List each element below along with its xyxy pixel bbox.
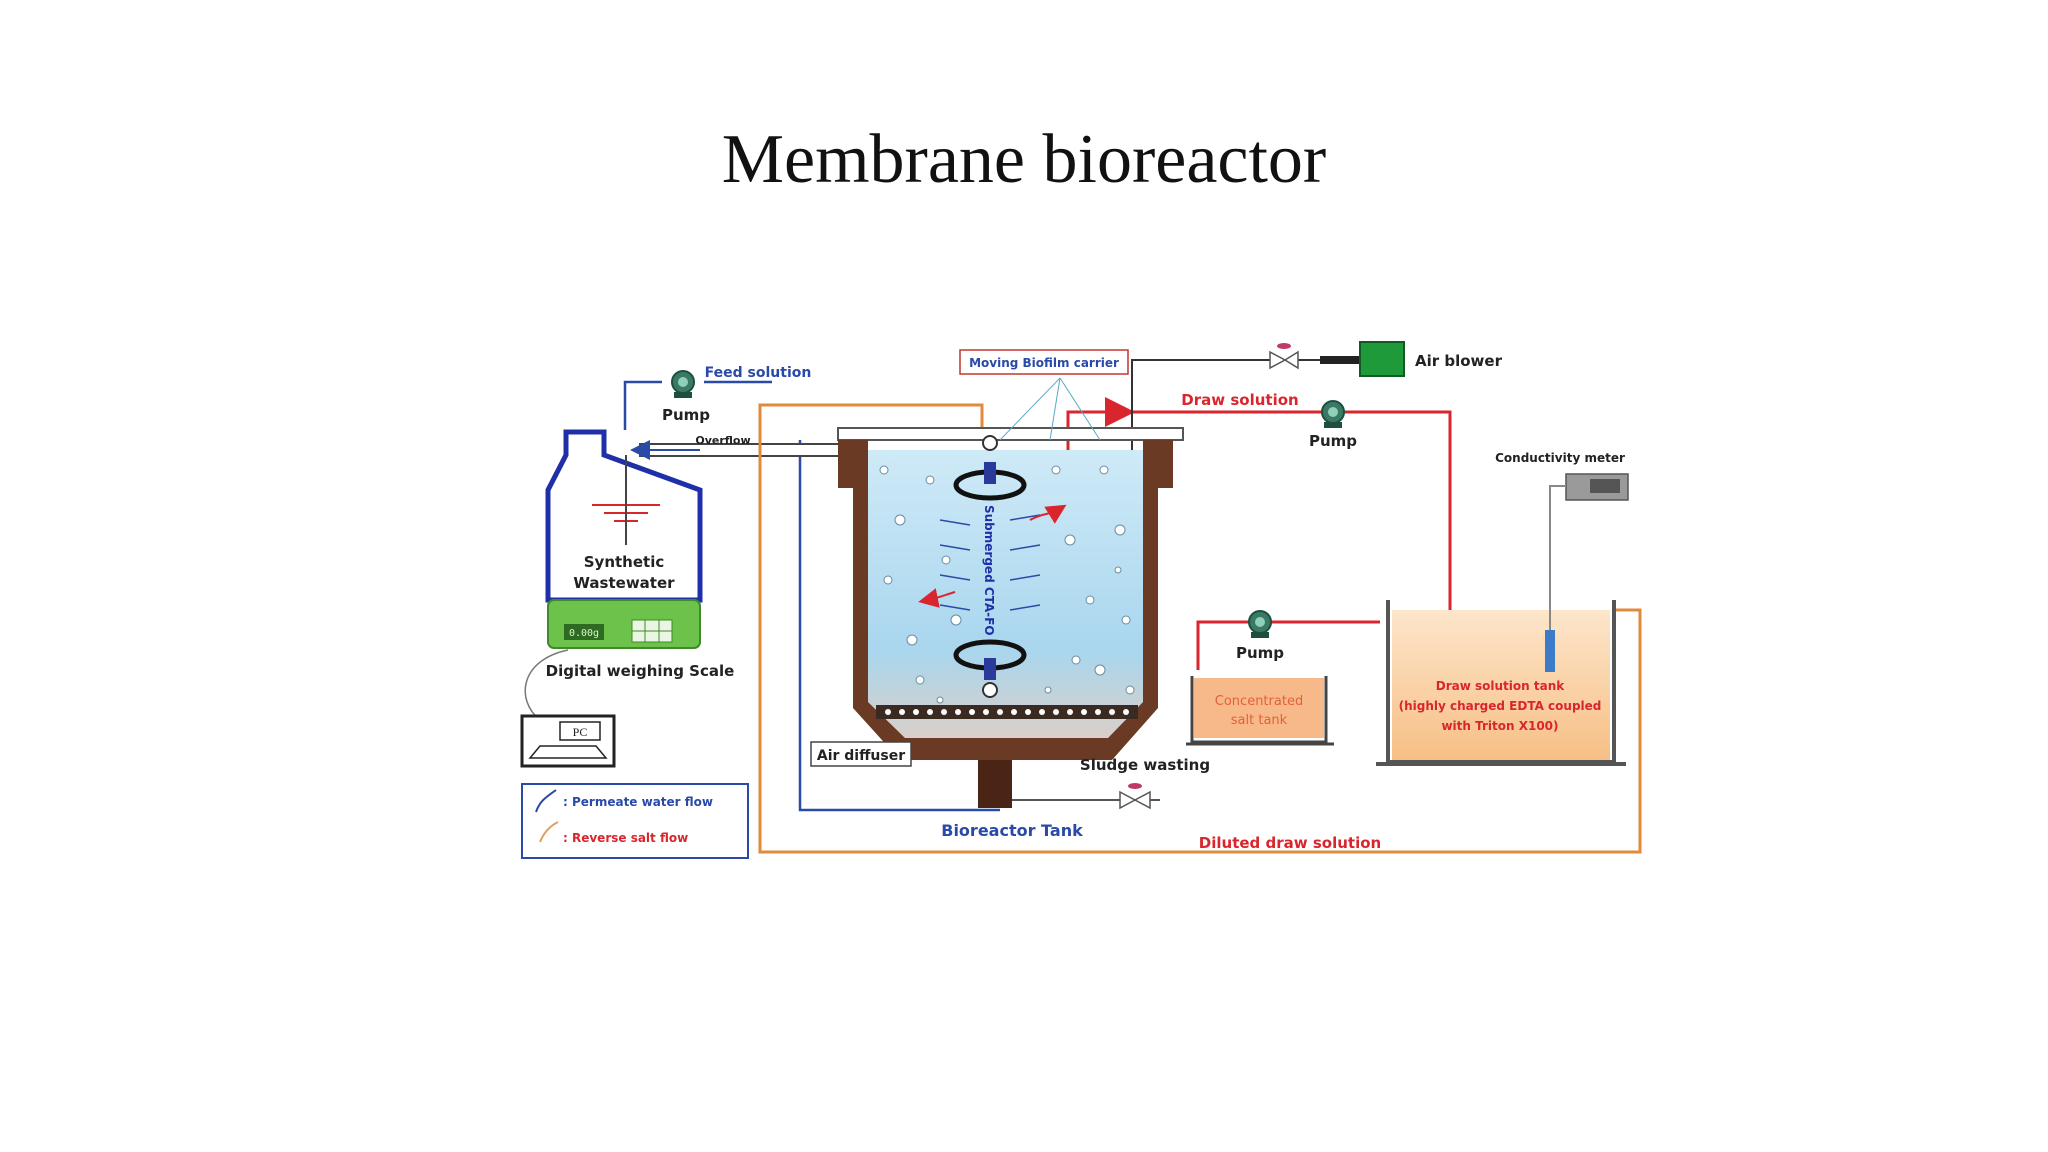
overflow-pipe	[630, 440, 856, 460]
conc-salt-label-2: salt tank	[1231, 713, 1288, 728]
pump-mid: Pump	[1236, 610, 1284, 662]
pc-label: PC	[573, 725, 588, 739]
pump-top-label: Pump	[1309, 432, 1357, 450]
pump-left: Pump	[662, 370, 710, 424]
conductivity-meter-label: Conductivity meter	[1495, 451, 1625, 465]
concentrated-salt-tank: Concentrated salt tank	[1186, 676, 1334, 746]
air-diffuser: Air diffuser	[810, 741, 912, 767]
draw-solution-label: Draw solution	[1181, 391, 1298, 409]
legend-reverse-salt-label: : Reverse salt flow	[563, 831, 688, 845]
draw-tank-label-3: with Triton X100)	[1441, 719, 1558, 733]
air-blower-label: Air blower	[1415, 352, 1503, 370]
feed-solution-label: Feed solution	[705, 365, 812, 381]
submerged-module-label: Submerged CTA-FO	[982, 505, 996, 636]
draw-solution-tank: Draw solution tank (highly charged EDTA …	[1376, 600, 1626, 766]
pump-top: Pump	[1309, 400, 1357, 450]
permeate-flow-icon	[535, 789, 557, 813]
digital-weighing-scale: 0.00g Digital weighing Scale	[546, 599, 735, 680]
conc-salt-label-1: Concentrated	[1215, 694, 1303, 709]
bioreactor-tank-label: Bioreactor Tank	[941, 821, 1083, 840]
moving-biofilm-carrier: Moving Biofilm carrier	[959, 349, 1129, 441]
air-blower: Air blower	[1269, 341, 1503, 377]
submerged-fo-module: Submerged CTA-FO	[918, 435, 1067, 698]
conductivity-meter: Conductivity meter	[1495, 451, 1629, 672]
diluted-draw-label: Diluted draw solution	[1199, 834, 1381, 852]
synthetic-wastewater-tank: Synthetic Wastewater	[545, 429, 703, 603]
pump-mid-label: Pump	[1236, 644, 1284, 662]
draw-tank-label-2: (highly charged EDTA coupled	[1399, 699, 1602, 713]
pump-left-label: Pump	[662, 406, 710, 424]
reverse-salt-flow-icon	[539, 821, 559, 843]
pc: PC	[520, 649, 616, 768]
sludge-wasting-label: Sludge wasting	[1080, 756, 1210, 774]
overflow-label: Overflow	[695, 434, 750, 447]
feed-line	[623, 380, 1000, 812]
digital-scale-label: Digital weighing Scale	[546, 662, 735, 680]
slide-title: Membrane bioreactor	[721, 121, 1327, 198]
air-diffuser-label: Air diffuser	[817, 748, 905, 764]
draw-tank-label-1: Draw solution tank	[1436, 679, 1565, 693]
diluted-draw-line	[758, 403, 1642, 854]
synthetic-label-1: Synthetic	[584, 553, 665, 571]
scale-display: 0.00g	[569, 628, 599, 639]
legend: : Permeate water flow : Reverse salt flo…	[521, 783, 749, 859]
synthetic-label-2: Wastewater	[573, 574, 675, 592]
legend-permeate-label: : Permeate water flow	[563, 795, 713, 809]
moving-biofilm-label: Moving Biofilm carrier	[969, 356, 1119, 370]
bioreactor-tank: Submerged CTA-FO Bioreactor Tank	[837, 427, 1184, 840]
sludge-wasting: Sludge wasting	[1012, 756, 1210, 810]
